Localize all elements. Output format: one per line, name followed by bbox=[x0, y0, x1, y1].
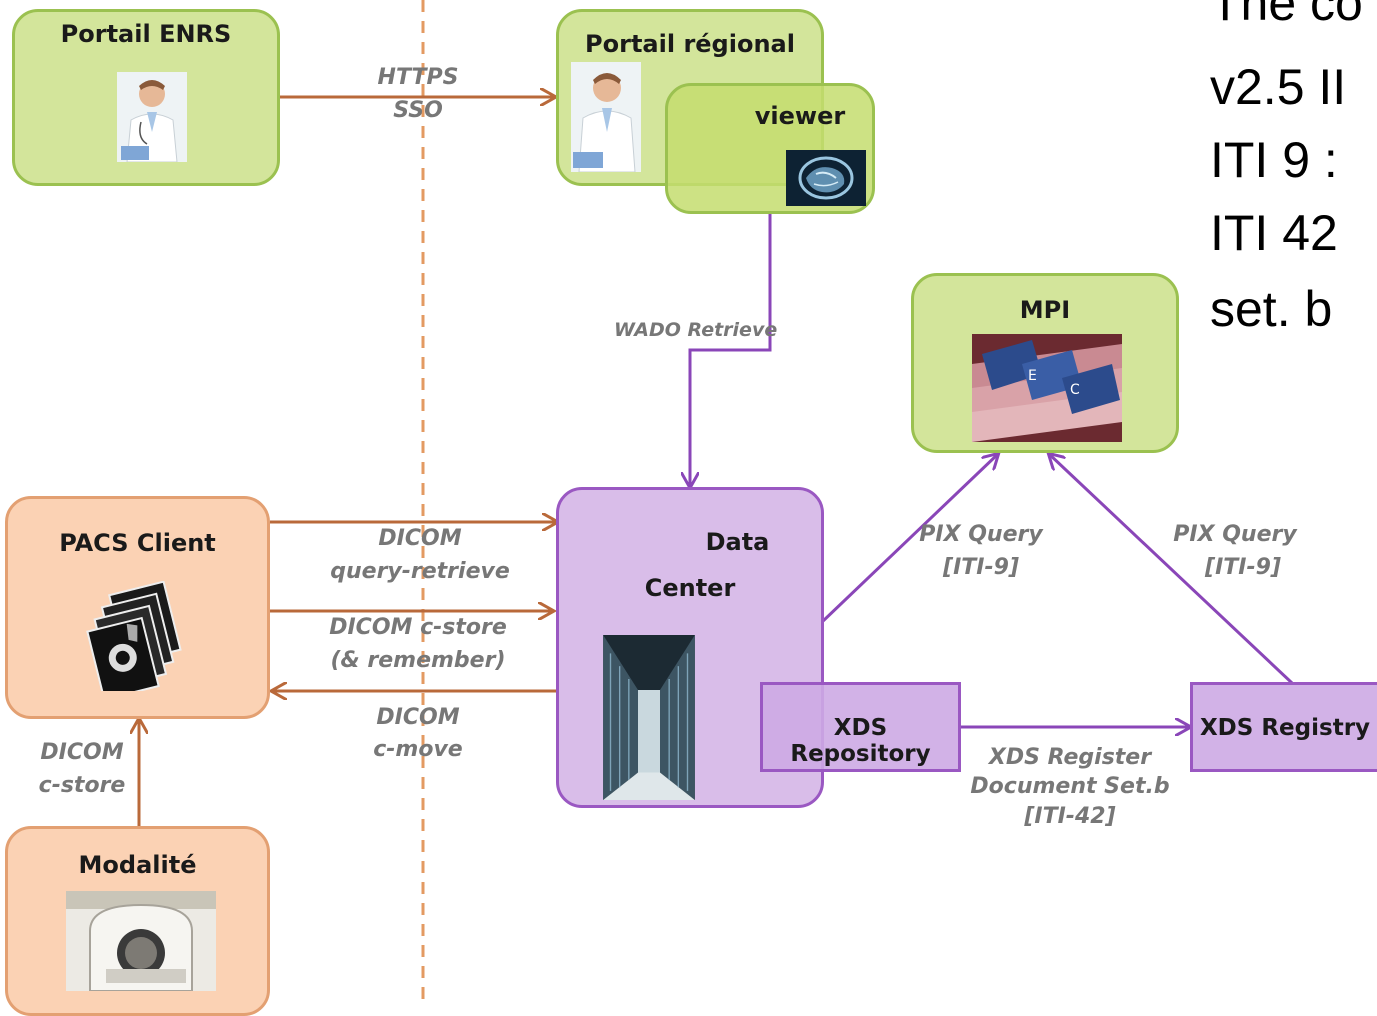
server-room-photo-icon bbox=[603, 635, 695, 800]
xds-repository-node: XDS Repository bbox=[760, 682, 961, 772]
label-dicom-query-line2: query-retrieve bbox=[330, 559, 510, 584]
label-dicom-query-line1: DICOM bbox=[378, 526, 462, 551]
label-pix-right-line1: PIX Query bbox=[1173, 522, 1297, 547]
ct-scanner-photo-icon bbox=[66, 891, 216, 991]
portail-enrs-node: Portail ENRS bbox=[12, 9, 280, 186]
label-pix-left-line2: [ITI-9] bbox=[943, 555, 1019, 580]
viewer-node: viewer bbox=[665, 83, 875, 214]
label-modality-cstore-line2: c-store bbox=[38, 773, 126, 798]
label-dicom-cmove-line2: c-move bbox=[373, 737, 463, 762]
modalite-node: Modalité bbox=[5, 826, 270, 1016]
portail-regional-title: Portail régional bbox=[585, 30, 795, 58]
label-xds-register-line3: [ITI-42] bbox=[1024, 804, 1116, 829]
side-text-line3: ITI 9 : bbox=[1210, 132, 1338, 188]
mpi-node: MPI E C bbox=[911, 273, 1179, 453]
xds-registry-title: XDS Registry bbox=[1199, 715, 1371, 741]
xray-films-icon bbox=[80, 581, 200, 691]
label-xds-register-line2: Document Set.b bbox=[970, 774, 1170, 799]
side-text-line5: set. b bbox=[1210, 281, 1333, 337]
doctor-photo-icon bbox=[117, 72, 187, 162]
label-wado-retrieve: WADO Retrieve bbox=[614, 319, 778, 341]
label-pix-right-line2: [ITI-9] bbox=[1205, 555, 1281, 580]
arrow-wado-retrieve bbox=[690, 214, 772, 487]
label-dicom-cstore-line2: (& remember) bbox=[330, 648, 506, 673]
data-center-title-line2: Center bbox=[644, 574, 736, 602]
arrow-pix-left bbox=[820, 454, 998, 624]
file-folders-photo-icon: E C bbox=[972, 334, 1122, 442]
side-text-line1: The co bbox=[1210, 0, 1363, 31]
label-xds-register-line1: XDS Register bbox=[988, 745, 1152, 770]
viewer-title: viewer bbox=[754, 102, 846, 130]
xds-registry-node: XDS Registry bbox=[1190, 682, 1377, 772]
side-text-line2: v2.5 II bbox=[1210, 59, 1347, 115]
svg-text:E: E bbox=[1028, 368, 1037, 384]
arrow-pix-right bbox=[1049, 454, 1294, 685]
label-https: HTTPS bbox=[377, 65, 459, 90]
xds-repository-title: XDS Repository bbox=[790, 715, 931, 767]
label-modality-cstore-line1: DICOM bbox=[40, 740, 124, 765]
doctor-photo-icon bbox=[571, 62, 641, 172]
pacs-client-node: PACS Client bbox=[5, 496, 270, 719]
portail-enrs-title: Portail ENRS bbox=[60, 20, 232, 48]
brain-scan-thumbnail-icon bbox=[786, 150, 866, 206]
pacs-client-title: PACS Client bbox=[59, 529, 216, 557]
side-text-line4: ITI 42 bbox=[1210, 205, 1338, 261]
label-pix-left-line1: PIX Query bbox=[919, 522, 1043, 547]
label-dicom-cstore-line1: DICOM c-store bbox=[329, 615, 507, 640]
label-sso: SSO bbox=[393, 98, 443, 123]
label-dicom-cmove-line1: DICOM bbox=[376, 705, 460, 730]
mpi-title: MPI bbox=[1019, 296, 1071, 324]
data-center-title-line1: Data bbox=[705, 528, 770, 556]
modalite-title: Modalité bbox=[78, 851, 197, 879]
svg-text:C: C bbox=[1070, 382, 1080, 398]
